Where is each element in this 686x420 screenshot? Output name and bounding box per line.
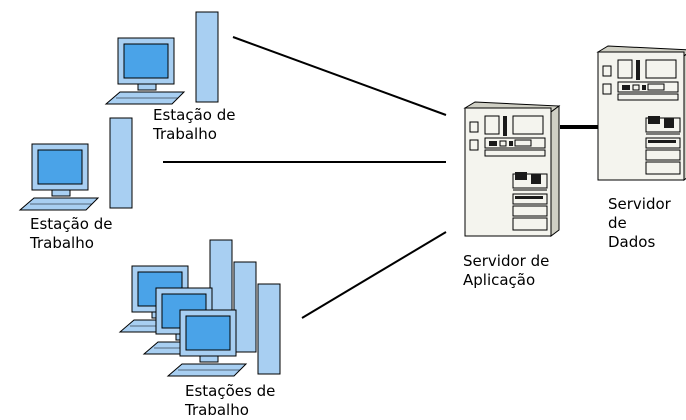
label-line: Estações de (185, 382, 276, 400)
desktop-computer-icon (104, 11, 219, 105)
label-line: Trabalho (185, 401, 249, 419)
label-line: Estação de (153, 106, 236, 124)
link-top-station-to-app-server (232, 36, 447, 116)
label-workstation-group: Estações de Trabalho (185, 382, 275, 420)
server-tower-icon (463, 101, 561, 237)
label-line: Dados (608, 233, 656, 251)
label-line: Servidor de (463, 252, 550, 270)
label-line: de (608, 214, 627, 232)
desktop-computer-icon (18, 117, 133, 211)
label-workstation-mid: Estação de Trabalho (30, 215, 113, 253)
label-line: Servidor (608, 195, 671, 213)
server-tower-icon (596, 45, 686, 181)
label-workstation-top: Estação de Trabalho (153, 106, 236, 144)
connection-lines (163, 36, 604, 319)
label-line: Aplicação (463, 271, 536, 289)
label-line: Trabalho (153, 125, 217, 143)
label-line: Trabalho (30, 234, 94, 252)
label-app-server: Servidor de Aplicação (463, 252, 549, 290)
label-line: Estação de (30, 215, 113, 233)
label-data-server: Servidor de Dados (608, 195, 671, 252)
link-group-to-app-server (301, 231, 447, 319)
desktop-computer-icon (166, 283, 281, 377)
